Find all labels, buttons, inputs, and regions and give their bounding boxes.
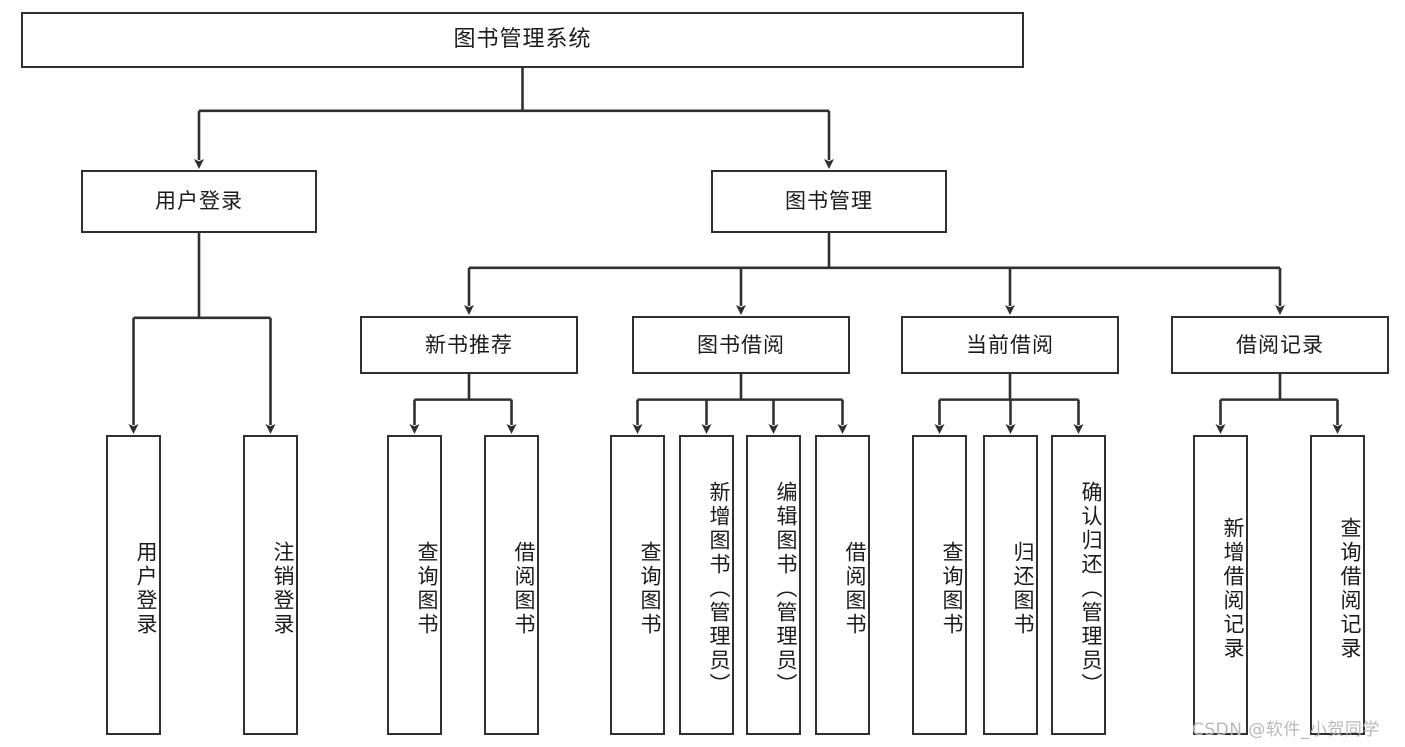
- node-bookmgmt[interactable]: 图书管理: [711, 170, 947, 233]
- node-label: 归还图书: [1011, 541, 1035, 637]
- node-login[interactable]: 用户登录: [81, 170, 317, 233]
- node-label: 查询图书: [638, 541, 662, 637]
- node-label: 借阅图书: [512, 541, 536, 637]
- node-leaf-nr-borrow[interactable]: 借阅图书: [484, 435, 539, 735]
- node-label: 用户登录: [155, 189, 243, 214]
- node-leaf-cur-return[interactable]: 归还图书: [983, 435, 1038, 735]
- node-leaf-bk-query[interactable]: 查询图书: [610, 435, 665, 735]
- node-leaf-user-login[interactable]: 用户登录: [106, 435, 161, 735]
- node-label: 新书推荐: [425, 332, 513, 357]
- node-label: 查询图书: [940, 541, 964, 637]
- node-label: 图书管理系统: [453, 27, 592, 53]
- node-label: 注销登录: [271, 541, 295, 637]
- node-leaf-cur-confirm[interactable]: 确认归还（管理员）: [1051, 435, 1106, 735]
- node-leaf-bk-edit[interactable]: 编辑图书（管理员）: [746, 435, 801, 735]
- node-label: 确认归还（管理员）: [1079, 481, 1103, 697]
- node-leaf-rec-query[interactable]: 查询借阅记录: [1310, 435, 1365, 735]
- node-label: 图书借阅: [697, 332, 785, 357]
- node-label: 查询图书: [415, 541, 439, 637]
- node-leaf-user-logout[interactable]: 注销登录: [243, 435, 298, 735]
- node-leaf-cur-query[interactable]: 查询图书: [912, 435, 967, 735]
- node-records[interactable]: 借阅记录: [1171, 316, 1389, 374]
- node-label: 图书管理: [785, 189, 873, 214]
- node-newrec[interactable]: 新书推荐: [360, 316, 578, 374]
- node-leaf-bk-add[interactable]: 新增图书（管理员）: [679, 435, 734, 735]
- node-leaf-bk-borrow[interactable]: 借阅图书: [815, 435, 870, 735]
- node-leaf-rec-add[interactable]: 新增借阅记录: [1193, 435, 1248, 735]
- node-label: 新增借阅记录: [1221, 517, 1245, 661]
- node-label: 用户登录: [134, 541, 158, 637]
- node-current[interactable]: 当前借阅: [901, 316, 1119, 374]
- node-label: 编辑图书（管理员）: [774, 481, 798, 697]
- node-leaf-nr-query[interactable]: 查询图书: [387, 435, 442, 735]
- node-borrow[interactable]: 图书借阅: [632, 316, 850, 374]
- node-label: 新增图书（管理员）: [707, 481, 731, 697]
- node-label: 借阅记录: [1236, 332, 1324, 357]
- node-label: 借阅图书: [843, 541, 867, 637]
- node-label: 查询借阅记录: [1338, 517, 1362, 661]
- node-root[interactable]: 图书管理系统: [21, 12, 1024, 68]
- node-label: 当前借阅: [966, 332, 1054, 357]
